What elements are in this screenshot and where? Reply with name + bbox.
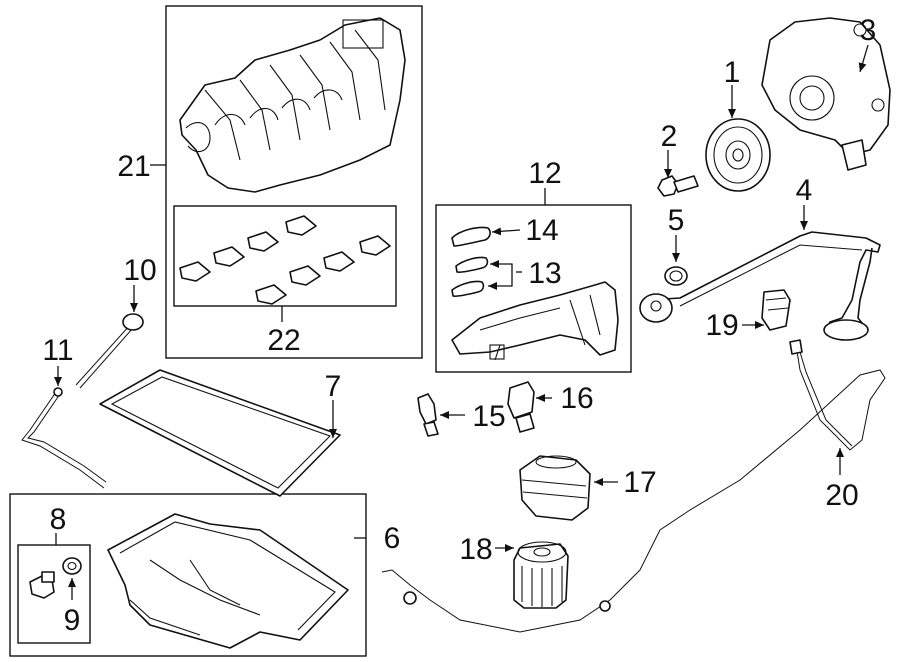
seal-14 xyxy=(451,226,491,247)
callout-4: 4 xyxy=(796,174,813,207)
oil-pump xyxy=(761,17,891,171)
callout-13: 13 xyxy=(528,257,561,290)
callout-3: 3 xyxy=(860,14,877,47)
o-ring-inner xyxy=(669,270,683,282)
bolt xyxy=(657,175,699,197)
callout-9: 9 xyxy=(64,604,81,637)
callout-17: 17 xyxy=(623,466,656,499)
callout-8: 8 xyxy=(50,503,67,536)
intake-manifold-group-box xyxy=(165,5,423,359)
oil-separator xyxy=(451,281,619,361)
callout-16: 16 xyxy=(560,382,593,415)
leader-13-lower xyxy=(488,272,513,290)
sensor-15 xyxy=(417,393,439,437)
callout-10: 10 xyxy=(123,254,156,287)
leader-3 xyxy=(858,44,869,73)
leader-13-upper xyxy=(490,260,513,272)
callout-22: 22 xyxy=(267,324,300,357)
intake-gaskets xyxy=(179,215,391,305)
pressure-switch xyxy=(507,381,535,433)
callout-7: 7 xyxy=(325,370,342,403)
oil-separator-group-box xyxy=(435,204,632,373)
callout-1: 1 xyxy=(724,56,741,89)
callout-11: 11 xyxy=(42,334,73,367)
sensor-19 xyxy=(761,289,791,331)
callout-6: 6 xyxy=(384,522,401,555)
callout-5: 5 xyxy=(668,204,685,237)
callout-14: 14 xyxy=(525,214,558,247)
callout-18: 18 xyxy=(459,533,492,566)
callout-20: 20 xyxy=(825,479,858,512)
oil-pickup-tube xyxy=(639,231,881,341)
leader-14 xyxy=(491,227,521,236)
dipstick-tube xyxy=(21,387,107,489)
seal-13-upper xyxy=(455,256,489,273)
intake-manifold xyxy=(179,17,406,193)
o-ring xyxy=(664,266,688,286)
callout-12: 12 xyxy=(528,157,561,190)
drain-washer-inner xyxy=(67,561,77,571)
drain-plug-box xyxy=(17,544,91,644)
drain-plug xyxy=(29,571,55,599)
oil-cooler xyxy=(519,455,591,521)
gasket-set-box xyxy=(173,205,397,307)
callout-15: 15 xyxy=(472,400,505,433)
oil-filter xyxy=(513,541,569,609)
drain-washer xyxy=(62,557,82,575)
dipstick xyxy=(75,313,144,389)
oil-pan-gasket xyxy=(99,369,341,497)
seal-13-lower xyxy=(451,280,485,297)
callout-2: 2 xyxy=(661,120,678,153)
callout-21: 21 xyxy=(117,150,150,183)
oil-pan-group-box xyxy=(9,493,367,657)
callout-19: 19 xyxy=(705,309,738,342)
wiring-harness xyxy=(381,339,886,633)
crank-pulley xyxy=(705,118,771,192)
oil-pan xyxy=(107,513,349,649)
